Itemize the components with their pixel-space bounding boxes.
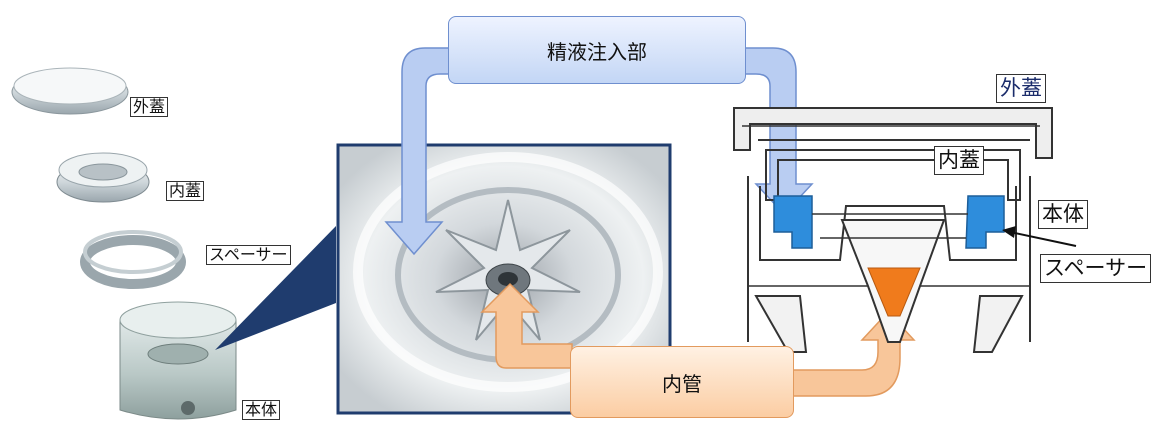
tube-orange: [867, 267, 921, 317]
inner-tube-arrows: [480, 282, 916, 397]
inner-tube-arrow-right: [791, 310, 916, 397]
semen-arrow-left: [384, 47, 453, 256]
spacer-photo: [80, 230, 186, 289]
inner-tube-arrow-left: [480, 282, 573, 369]
body-outline: [747, 176, 1031, 342]
body-photo: [119, 301, 237, 420]
section-label-spacer: スペーサー: [1040, 254, 1152, 283]
semen-injection-callout: 精液注入部: [448, 16, 746, 84]
inner-lid-outline: [758, 139, 1030, 201]
inner-tube-callout: 内管: [570, 346, 794, 418]
photo-label-spacer: スペーサー: [206, 245, 291, 265]
outer-lid-outline: [733, 107, 1053, 159]
spacer-left-blue: [773, 195, 813, 249]
section-label-inner-lid: 内蓋: [934, 146, 984, 175]
outer-lid-photo: [11, 67, 129, 115]
spacer-right-blue: [965, 195, 1005, 249]
photo-label-outer-lid: 外蓋: [130, 97, 169, 117]
spacer-pointer: [1002, 226, 1077, 247]
photo-label-body: 本体: [242, 400, 281, 420]
semen-injection-arrows: [384, 47, 814, 256]
section-label-body: 本体: [1038, 200, 1088, 229]
section-label-outer-lid: 外蓋: [996, 74, 1046, 103]
zoom-connector: [215, 226, 336, 350]
cross-section: [733, 107, 1053, 353]
inner-lid-photo: [56, 152, 150, 203]
photo-label-inner-lid: 内蓋: [166, 181, 205, 201]
product-photos: [11, 67, 237, 420]
